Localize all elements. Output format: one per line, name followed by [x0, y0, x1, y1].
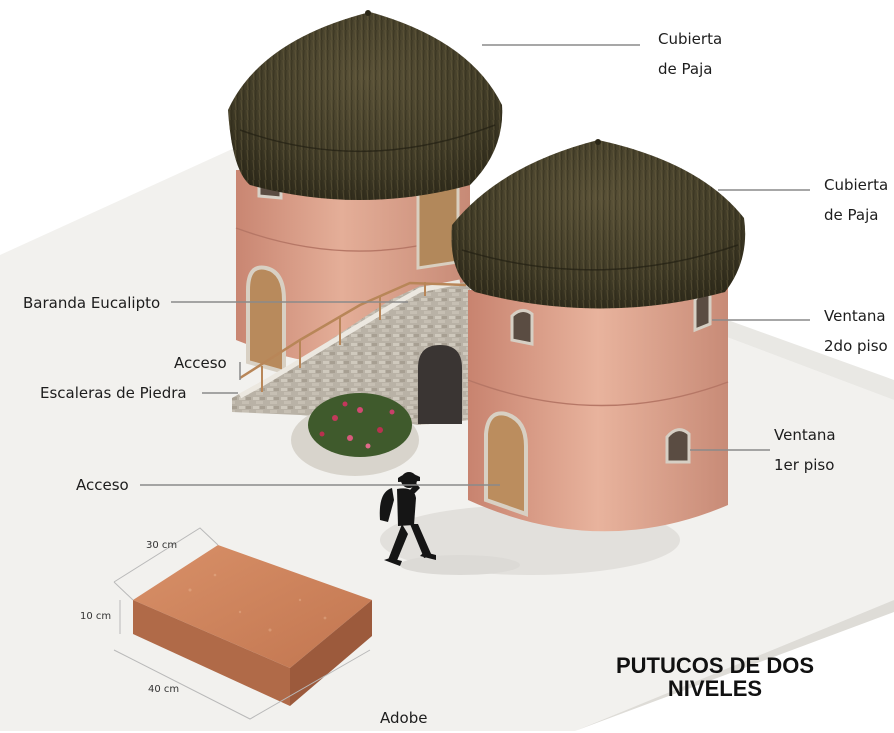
label-railing: Baranda Eucalipto: [23, 294, 161, 312]
label-access-lower: Acceso: [76, 476, 129, 494]
adobe-width-label: 30 cm: [146, 540, 178, 551]
left-thatch-roof: [228, 10, 503, 200]
label-window-2nd-floor: Ventana 2do piso: [824, 307, 888, 355]
right-tower: [467, 288, 729, 532]
right-thatch-roof: [451, 139, 746, 309]
label-window-1st-floor: Ventana 1er piso: [774, 426, 836, 474]
label-roof-left: Cubierta de Paja: [658, 30, 723, 78]
eucalyptus-railing: [239, 281, 467, 392]
adobe-caption: Adobe: [380, 709, 428, 727]
adobe-height-label: 10 cm: [80, 611, 112, 622]
flower-planter: [291, 393, 419, 476]
adobe-brick: [133, 545, 372, 706]
stone-stairs: [232, 279, 470, 425]
label-access-upper: Acceso: [174, 354, 227, 372]
leader-lines: [140, 44, 810, 486]
page-title: PUTUCOS DE DOS NIVELES: [615, 653, 815, 701]
shadow: [400, 555, 520, 575]
adobe-dimension-lines: [113, 527, 371, 720]
label-roof-right: Cubierta de Paja: [824, 176, 889, 224]
label-stairs: Escaleras de Piedra: [40, 384, 187, 402]
adobe-length-label: 40 cm: [148, 684, 180, 695]
hiker-silhouette: [379, 472, 436, 566]
